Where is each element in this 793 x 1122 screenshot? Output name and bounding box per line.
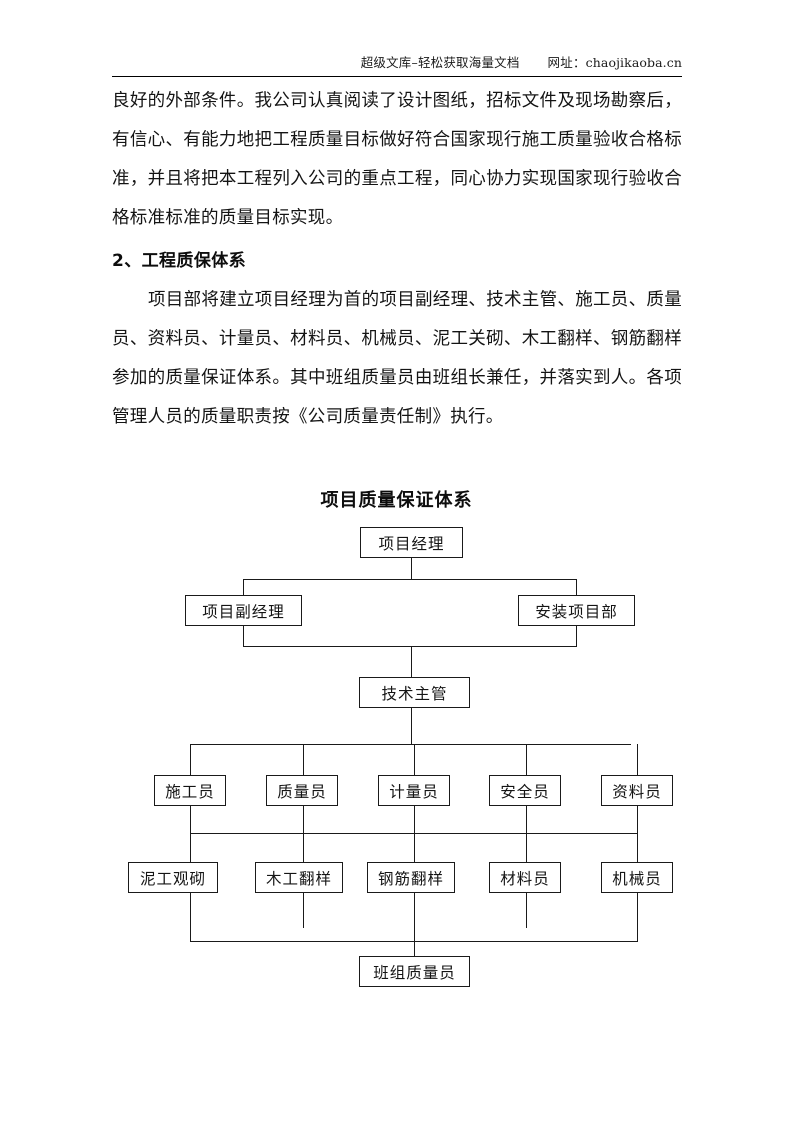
connector-l2-bus xyxy=(243,579,577,581)
connector-l4-bus xyxy=(190,744,631,746)
node-level4-5: 资料员 xyxy=(601,775,673,806)
section-heading-2: 2、工程质保体系 xyxy=(112,251,247,271)
node-level5-3: 钢筋翻样 xyxy=(367,862,455,893)
paragraph-2: 项目部将建立项目经理为首的项目副经理、技术主管、施工员、质量员、资料员、计量员、… xyxy=(112,290,682,427)
node-level4-4: 安全员 xyxy=(489,775,561,806)
connector-l4-drop-3 xyxy=(414,744,416,775)
header-divider xyxy=(112,76,682,77)
connector-l5-bus xyxy=(190,833,638,835)
connector-l2-right-drop xyxy=(576,579,578,595)
connector-l4-drop-1 xyxy=(190,744,192,775)
org-chart: 项目质量保证体系 项目经理 项目副经理 安装项目部 技术主管 施工员 质量员 xyxy=(0,478,793,1018)
connector-l6-stem-2 xyxy=(302,893,304,928)
connector-l2-left-merge xyxy=(243,626,245,647)
node-level5-5: 机械员 xyxy=(601,862,673,893)
node-level5-1: 泥工观砌 xyxy=(128,862,218,893)
node-project-manager: 项目经理 xyxy=(360,527,463,558)
connector-l4-down xyxy=(410,708,412,745)
org-chart-title: 项目质量保证体系 xyxy=(320,490,473,511)
connector-l1-down xyxy=(410,558,412,580)
header-url: chaojikaoba.cn xyxy=(585,55,682,70)
paragraph-1: 良好的外部条件。我公司认真阅读了设计图纸，招标文件及现场勘察后，有信心、有能力地… xyxy=(112,91,682,228)
header-text-row: 超级文库–轻松获取海量文档 网址： chaojikaoba.cn xyxy=(112,52,682,76)
node-level4-2: 质量员 xyxy=(266,775,338,806)
connector-l3-down xyxy=(410,646,412,677)
connector-l6-stem-3 xyxy=(414,893,416,956)
node-installation-dept: 安装项目部 xyxy=(518,595,635,626)
connector-l2-right-merge xyxy=(576,626,578,647)
node-tech-supervisor: 技术主管 xyxy=(359,677,470,708)
page-header: 超级文库–轻松获取海量文档 网址： chaojikaoba.cn xyxy=(112,52,682,77)
connector-l6-stem-4 xyxy=(525,893,527,928)
node-deputy-manager: 项目副经理 xyxy=(185,595,302,626)
node-level4-1: 施工员 xyxy=(154,775,226,806)
node-level4-3: 计量员 xyxy=(378,775,450,806)
connector-l6-bus xyxy=(190,941,638,943)
connector-l4-drop-2 xyxy=(302,744,304,775)
node-level5-2: 木工翻样 xyxy=(255,862,343,893)
connector-l6-stem-5 xyxy=(637,893,639,942)
connector-l2-left-drop xyxy=(243,579,245,595)
node-level5-4: 材料员 xyxy=(489,862,561,893)
connector-l6-stem-1 xyxy=(190,893,192,942)
node-team-quality-inspector: 班组质量员 xyxy=(359,956,470,987)
connector-l4-drop-5 xyxy=(637,744,639,775)
header-url-label: 网址： xyxy=(547,55,586,70)
connector-l4-drop-4 xyxy=(525,744,527,775)
header-site-name: 超级文库–轻松获取海量文档 xyxy=(360,55,520,70)
document-body: 良好的外部条件。我公司认真阅读了设计图纸，招标文件及现场勘察后，有信心、有能力地… xyxy=(112,82,682,437)
connector-l3-bus xyxy=(243,646,577,648)
